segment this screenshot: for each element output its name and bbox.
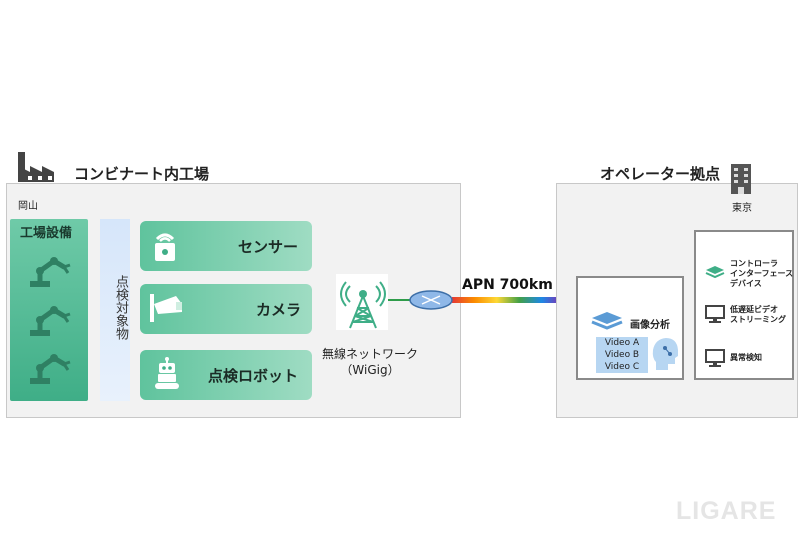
robot-arm-icon [30, 257, 71, 287]
robot-arm-icon [30, 306, 71, 336]
building-icon [731, 164, 751, 194]
controller-line1: コントローラ [730, 259, 778, 268]
low-latency-video-label: 低遅延ビデオ ストリーミング [730, 305, 786, 325]
controller-interface-label: コントローラ インターフェース デバイス [730, 259, 793, 289]
robot-arm-icon [30, 354, 71, 384]
robot-icon [155, 357, 179, 389]
sensor-icon [155, 233, 175, 261]
camera-icon [150, 294, 182, 322]
apn-label: APN 700km [462, 277, 553, 293]
factory-equipment-title: 工場設備 [20, 226, 73, 241]
factory-equipment-column [10, 219, 88, 401]
video-tag: Video C [596, 361, 648, 373]
monitor-icon [705, 305, 725, 323]
layers-icon [591, 312, 623, 330]
low-latency-line1: 低遅延ビデオ [730, 305, 778, 314]
wireless-network-line2: （WiGig） [340, 363, 400, 377]
inspection-target-label: 点検対象物 [113, 274, 128, 340]
layers-icon [705, 266, 725, 279]
sensor-label: センサー [238, 238, 299, 256]
low-latency-line2: ストリーミング [730, 315, 786, 324]
wireless-network-line1: 無線ネットワーク [321, 347, 418, 361]
camera-label: カメラ [256, 301, 302, 319]
monitor-icon [705, 349, 725, 367]
robot-label: 点検ロボット [208, 367, 299, 385]
antenna-tower-icon [340, 281, 386, 329]
operator-title: オペレーター拠点 [600, 165, 721, 183]
watermark-logo: LIGARE [676, 497, 777, 525]
wireless-network-label: 無線ネットワーク （WiGig） [320, 346, 420, 378]
router-icon [409, 290, 453, 310]
video-tag: Video A [596, 337, 648, 349]
factory-icon [18, 152, 54, 182]
anomaly-detection-label: 異常検知 [730, 353, 762, 362]
operator-city-label: 東京 [732, 203, 752, 214]
factory-city-label: 岡山 [18, 201, 38, 212]
controller-line3: デバイス [730, 279, 762, 288]
inspection-target-column [100, 219, 130, 401]
video-tag: Video B [596, 349, 648, 361]
apn-link-band [452, 297, 564, 303]
factory-title: コンビナート内工場 [74, 165, 210, 183]
controller-line2: インターフェース [730, 269, 794, 278]
image-analysis-label: 画像分析 [630, 320, 670, 331]
ai-head-icon [652, 338, 678, 370]
